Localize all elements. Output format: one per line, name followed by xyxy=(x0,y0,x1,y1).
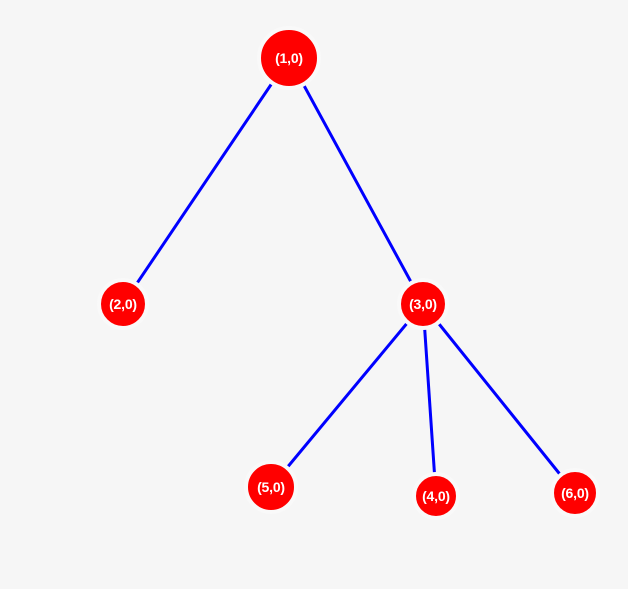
graph-node-1-0[interactable]: (1,0) xyxy=(257,26,321,90)
graph-node-label: (4,0) xyxy=(422,488,450,504)
graph-node-label: (3,0) xyxy=(409,296,437,312)
graph-edge xyxy=(421,302,577,495)
graph-node-label: (2,0) xyxy=(109,296,137,312)
graph-node-2-0[interactable]: (2,0) xyxy=(97,278,149,330)
graph-node-6-0[interactable]: (6,0) xyxy=(550,468,600,518)
graph-edge xyxy=(121,56,291,306)
graph-node-label: (6,0) xyxy=(561,485,589,501)
graph-node-4-0[interactable]: (4,0) xyxy=(412,472,460,520)
graph-edge xyxy=(269,302,425,489)
graph-node-label: (1,0) xyxy=(275,50,303,66)
graph-node-3-0[interactable]: (3,0) xyxy=(397,278,449,330)
graph-node-label: (5,0) xyxy=(257,479,285,495)
graph-node-5-0[interactable]: (5,0) xyxy=(244,460,298,514)
graph-edge xyxy=(421,302,438,498)
graph-edge xyxy=(287,56,425,306)
